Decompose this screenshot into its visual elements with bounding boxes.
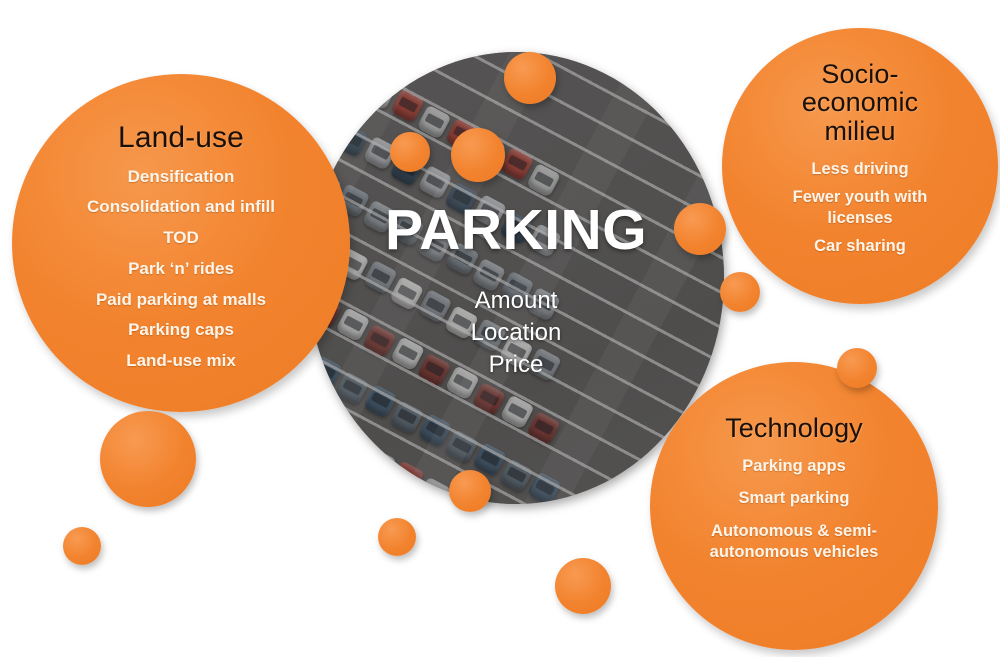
bubble-socio-content: Socio- economic milieu Less driving Fewe… <box>722 60 998 264</box>
socio-item-fewer-youth-licenses: Fewer youth with licenses <box>792 188 928 228</box>
bubble-technology-title: Technology <box>725 413 863 443</box>
core-item-list: Amount Location Price <box>308 285 724 381</box>
core-text-block: PARKING Amount Location Price <box>308 202 724 381</box>
decorative-dot-9 <box>63 527 101 565</box>
photo-dark-overlay <box>308 52 724 504</box>
decorative-dot-8 <box>449 470 491 512</box>
bubble-land-use-content: Land-use Densification Consolidation and… <box>12 122 350 381</box>
land-use-item-tod: TOD <box>163 228 199 247</box>
decorative-dot-7 <box>100 411 196 507</box>
bubble-land-use-title: Land-use <box>118 121 244 154</box>
tech-item-parking-apps: Parking apps <box>742 457 846 476</box>
bubble-socio-items: Less driving Fewer youth with licenses C… <box>730 159 990 257</box>
decorative-dot-2 <box>390 132 430 172</box>
socio-item-car-sharing: Car sharing <box>814 237 906 256</box>
core-item-price: Price <box>488 351 544 379</box>
land-use-item-paid-parking: Paid parking at malls <box>95 289 267 309</box>
decorative-dot-6 <box>837 348 877 388</box>
land-use-item-land-use-mix: Land-use mix <box>126 351 236 370</box>
tech-item-autonomous-vehicles: Autonomous & semi-autonomous vehicles <box>709 521 879 561</box>
decorative-dot-11 <box>555 558 611 614</box>
decorative-dot-5 <box>720 272 760 312</box>
parking-lot-photo <box>308 52 724 504</box>
land-use-item-parking-caps: Parking caps <box>128 320 234 340</box>
decorative-dot-10 <box>378 518 416 556</box>
decorative-dot-4 <box>674 203 726 255</box>
bubble-land-use[interactable]: Land-use Densification Consolidation and… <box>12 74 350 412</box>
decorative-dot-1 <box>504 52 556 104</box>
core-parking-bubble: PARKING Amount Location Price <box>308 52 724 504</box>
decorative-dot-3 <box>451 128 505 182</box>
socio-item-less-driving: Less driving <box>811 160 909 179</box>
core-item-location: Location <box>470 319 562 347</box>
bubble-socio-title: Socio- economic milieu <box>801 59 919 146</box>
land-use-item-consolidation: Consolidation and infill <box>87 197 275 217</box>
core-item-amount: Amount <box>474 287 558 314</box>
bubble-technology[interactable]: Technology Parking apps Smart parking Au… <box>650 362 938 650</box>
bubble-socio-economic-milieu[interactable]: Socio- economic milieu Less driving Fewe… <box>722 28 998 304</box>
land-use-item-densification: Densification <box>127 166 235 186</box>
bubble-technology-content: Technology Parking apps Smart parking Au… <box>650 414 938 574</box>
land-use-item-park-n-rides: Park ‘n’ rides <box>128 258 234 278</box>
page-title: PARKING <box>384 198 648 262</box>
bubble-land-use-items: Densification Consolidation and infill T… <box>20 166 342 372</box>
bubble-technology-items: Parking apps Smart parking Autonomous & … <box>658 456 930 562</box>
tech-item-smart-parking: Smart parking <box>738 489 850 508</box>
